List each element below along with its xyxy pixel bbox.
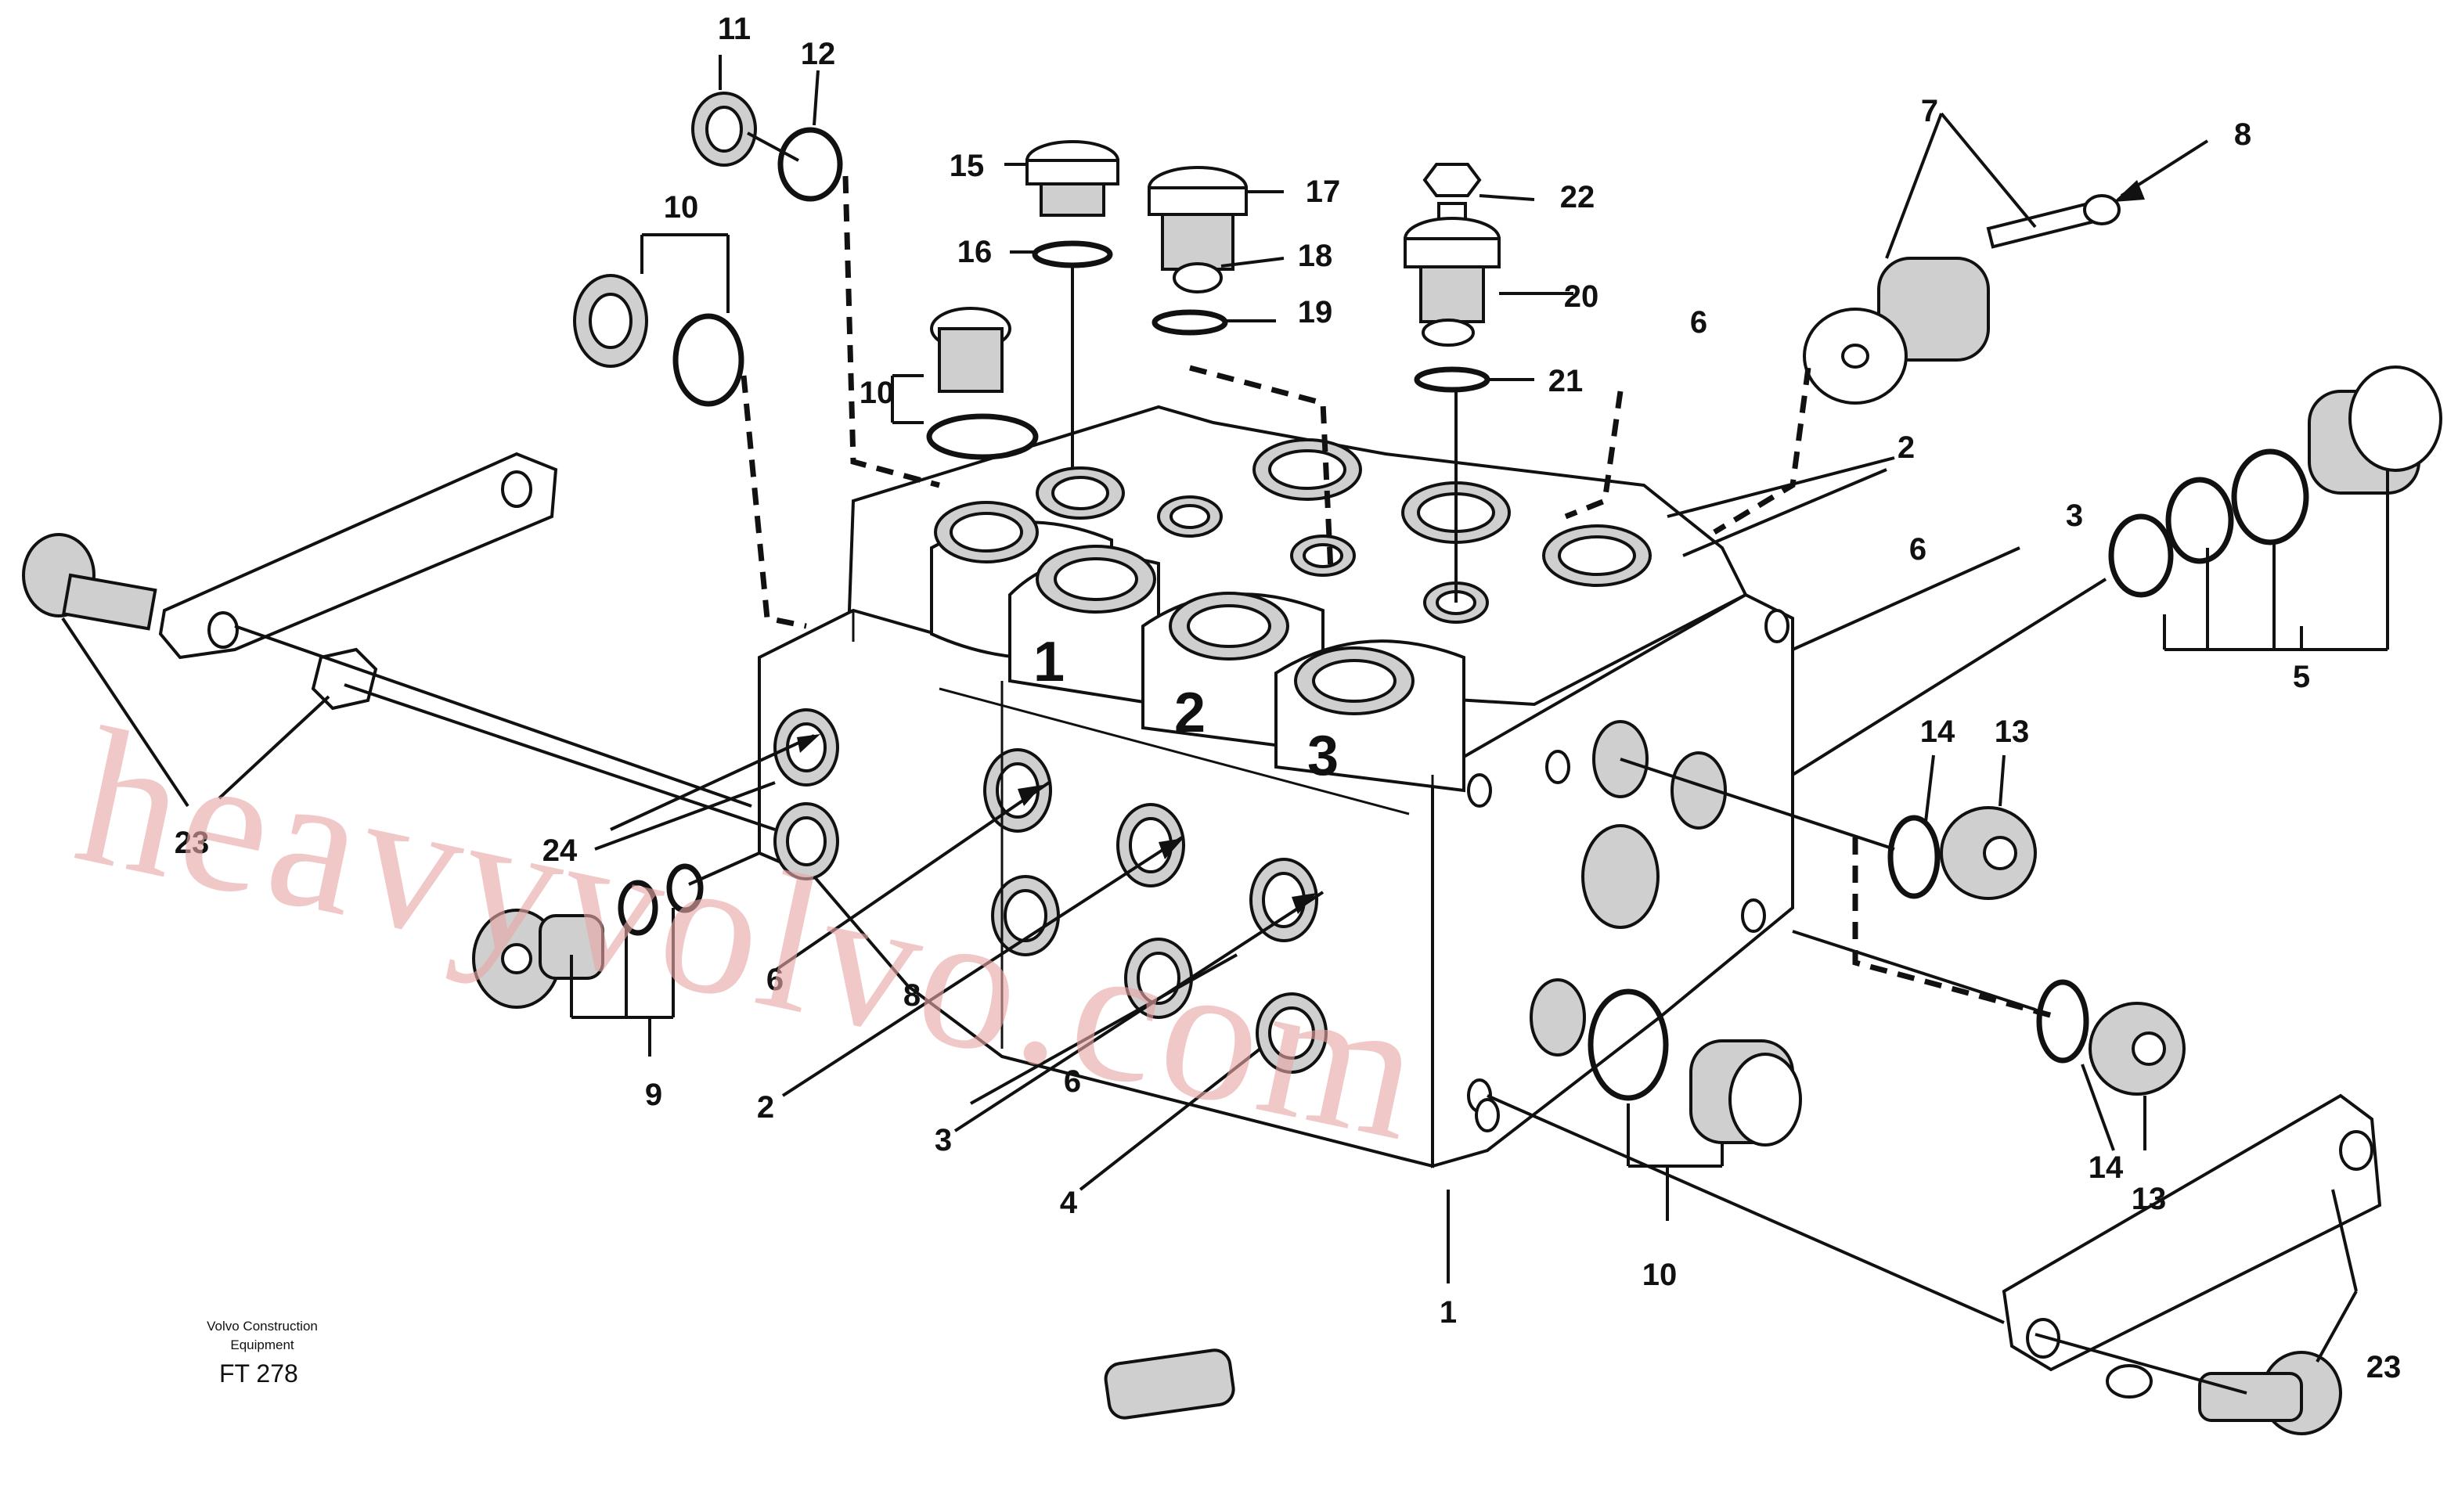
callout-3-right: 3 (2066, 499, 2083, 533)
o-ring-16 (1032, 240, 1113, 268)
callout-23-left: 23 (175, 826, 210, 860)
callout-21: 21 (1548, 364, 1584, 398)
caption: Volvo Construction Equipment FT 278 (207, 1319, 318, 1388)
plug-10-top (573, 274, 648, 368)
callout-24: 24 (542, 833, 578, 868)
seal-ring-10-top (672, 313, 744, 407)
leader-lines (234, 131, 2247, 1395)
seal-ring-10-mid (926, 413, 1039, 460)
callout-5: 5 (2293, 660, 2310, 694)
nut-23-left (311, 647, 378, 711)
callout-10-mid: 10 (860, 376, 895, 410)
screw-23-left (22, 533, 157, 631)
section-label-1: 1 (1033, 631, 1065, 693)
nut-22 (1422, 163, 1482, 197)
plug-15 (1025, 140, 1119, 217)
figure-code: FT 278 (219, 1359, 298, 1388)
callout-3-low: 3 (935, 1123, 952, 1157)
callout-13: 13 (1995, 715, 2030, 749)
callout-13-low: 13 (2132, 1182, 2167, 1216)
plug-17 (1148, 166, 1248, 271)
callout-16: 16 (957, 235, 993, 269)
valve-body (758, 405, 1794, 1168)
plug-10-mid (930, 307, 1011, 393)
bracket-23-left (158, 452, 558, 660)
plug-13-low (2089, 1002, 2186, 1096)
callout-7: 7 (1921, 94, 1938, 128)
callout-20: 20 (1564, 279, 1599, 314)
screw-23-right (1104, 1348, 2342, 1435)
part-18 (1173, 262, 1223, 293)
callout-19: 19 (1298, 295, 1333, 329)
callout-8: 8 (2234, 117, 2251, 152)
callout-6-left: 6 (766, 963, 784, 997)
callout-6-low: 6 (1064, 1064, 1081, 1099)
callout-17: 17 (1306, 175, 1341, 209)
plug-13 (1940, 806, 2037, 900)
callout-14: 14 (1920, 715, 1955, 749)
callout-10-top: 10 (664, 190, 699, 225)
bracket-23-right (2002, 1093, 2382, 1399)
cap-assembly-5 (2108, 365, 2442, 598)
callout-22: 22 (1560, 180, 1595, 214)
callout-12: 12 (801, 37, 836, 71)
callout-1: 1 (1440, 1295, 1457, 1330)
callout-2-right: 2 (1898, 430, 1915, 465)
valve-20 (1404, 202, 1501, 347)
callout-8-low: 8 (903, 978, 921, 1013)
callout-11: 11 (718, 12, 751, 46)
callout-pointers (61, 55, 2389, 1363)
callout-18: 18 (1298, 239, 1333, 273)
caption-line-2: Equipment (230, 1337, 294, 1352)
o-ring-19 (1152, 309, 1228, 336)
callout-10-low: 10 (1642, 1258, 1678, 1292)
callout-2-low: 2 (757, 1090, 774, 1125)
callout-9: 9 (645, 1078, 662, 1112)
section-label-2: 2 (1174, 682, 1206, 744)
section-label-3: 3 (1307, 725, 1339, 787)
callout-labels: 11 12 15 16 17 18 19 22 20 21 7 8 6 10 1… (175, 12, 2402, 1384)
callout-23-right: 23 (2366, 1350, 2402, 1384)
seal-ring-12 (777, 127, 843, 202)
bolt-8 (1986, 194, 2121, 249)
callout-6-right: 6 (1909, 532, 1926, 567)
caption-line-1: Volvo Construction (207, 1319, 318, 1334)
o-ring-14-low (2036, 979, 2089, 1064)
spring-assembly-7 (1803, 257, 1990, 405)
plug-10-low (1588, 988, 1802, 1147)
o-ring-21 (1414, 366, 1490, 393)
o-ring-14 (1887, 815, 1941, 899)
callout-6-top: 6 (1690, 305, 1707, 340)
callout-14-low: 14 (2089, 1150, 2124, 1185)
callout-4: 4 (1060, 1186, 1078, 1220)
plug-11 (691, 92, 757, 167)
callout-15: 15 (950, 149, 985, 183)
